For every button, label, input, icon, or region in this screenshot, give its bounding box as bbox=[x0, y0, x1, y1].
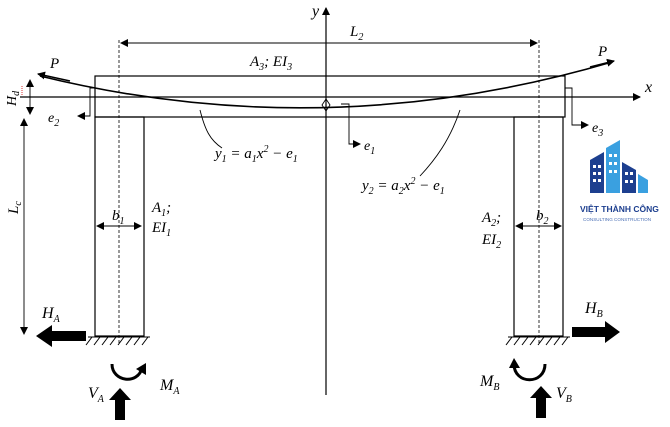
a1-label: A1; bbox=[151, 200, 171, 219]
deflection-curve bbox=[39, 61, 613, 109]
vb-arrow bbox=[530, 386, 552, 418]
y2-leader bbox=[419, 109, 461, 177]
support-left bbox=[85, 336, 150, 346]
e1-label: e1 bbox=[364, 139, 375, 157]
p-right-label: P bbox=[597, 44, 607, 60]
y1-equation: y1 = a1x2 − e1 bbox=[213, 144, 298, 165]
column-right bbox=[513, 116, 564, 337]
p-left-label: P bbox=[49, 56, 59, 72]
y1-leader bbox=[199, 109, 223, 149]
hb-label: HB bbox=[584, 300, 603, 320]
center-marker bbox=[321, 98, 331, 112]
lc-label: Lc bbox=[6, 201, 24, 215]
e1-leader bbox=[341, 103, 361, 148]
support-right bbox=[505, 336, 570, 346]
y2-equation: y2 = a2x2 − e1 bbox=[360, 176, 445, 197]
ha-arrow bbox=[36, 325, 86, 347]
p-left-arrow bbox=[37, 71, 71, 82]
svg-text:Lc: Lc bbox=[6, 201, 24, 215]
ha-label: HA bbox=[41, 305, 61, 325]
y-axis-label: y bbox=[310, 3, 320, 20]
hd-label: Hd bbox=[5, 86, 23, 107]
ma-arrowhead bbox=[136, 363, 146, 375]
va-label: VA bbox=[88, 385, 105, 405]
p-right-arrow bbox=[589, 58, 615, 68]
ei1-label: EI1 bbox=[151, 220, 171, 239]
a2-label: A2; bbox=[481, 210, 501, 229]
logo-name: VIỆT THÀNH CÔNG bbox=[580, 203, 659, 214]
e3-leader bbox=[565, 87, 589, 129]
hb-arrow bbox=[572, 321, 620, 343]
column-left bbox=[94, 116, 145, 337]
mb-arrow bbox=[512, 363, 547, 382]
b1-label: b1 bbox=[112, 208, 125, 227]
ei2-label: EI2 bbox=[481, 232, 501, 251]
e3-label: e3 bbox=[592, 121, 603, 139]
x-axis-label: x bbox=[644, 79, 652, 96]
b2-label: b2 bbox=[536, 208, 549, 227]
e2-label: e2 bbox=[48, 111, 59, 129]
a3-ei3-label: A3; EI3 bbox=[249, 54, 292, 73]
mb-label: MB bbox=[479, 373, 499, 393]
va-arrow bbox=[109, 388, 131, 420]
ma-arrow bbox=[110, 363, 144, 381]
mb-arrowhead bbox=[509, 358, 520, 368]
logo-tagline: CONSULTING CONSTRUCTION bbox=[583, 217, 651, 222]
e2-leader bbox=[77, 87, 95, 120]
company-logo: VIỆT THÀNH CÔNG CONSULTING CONSTRUCTION bbox=[571, 138, 659, 230]
svg-text:Hd: Hd bbox=[5, 90, 22, 107]
l2-label: L2 bbox=[349, 24, 363, 43]
vb-label: VB bbox=[556, 385, 572, 405]
beam bbox=[94, 75, 566, 118]
ma-label: MA bbox=[159, 377, 180, 397]
